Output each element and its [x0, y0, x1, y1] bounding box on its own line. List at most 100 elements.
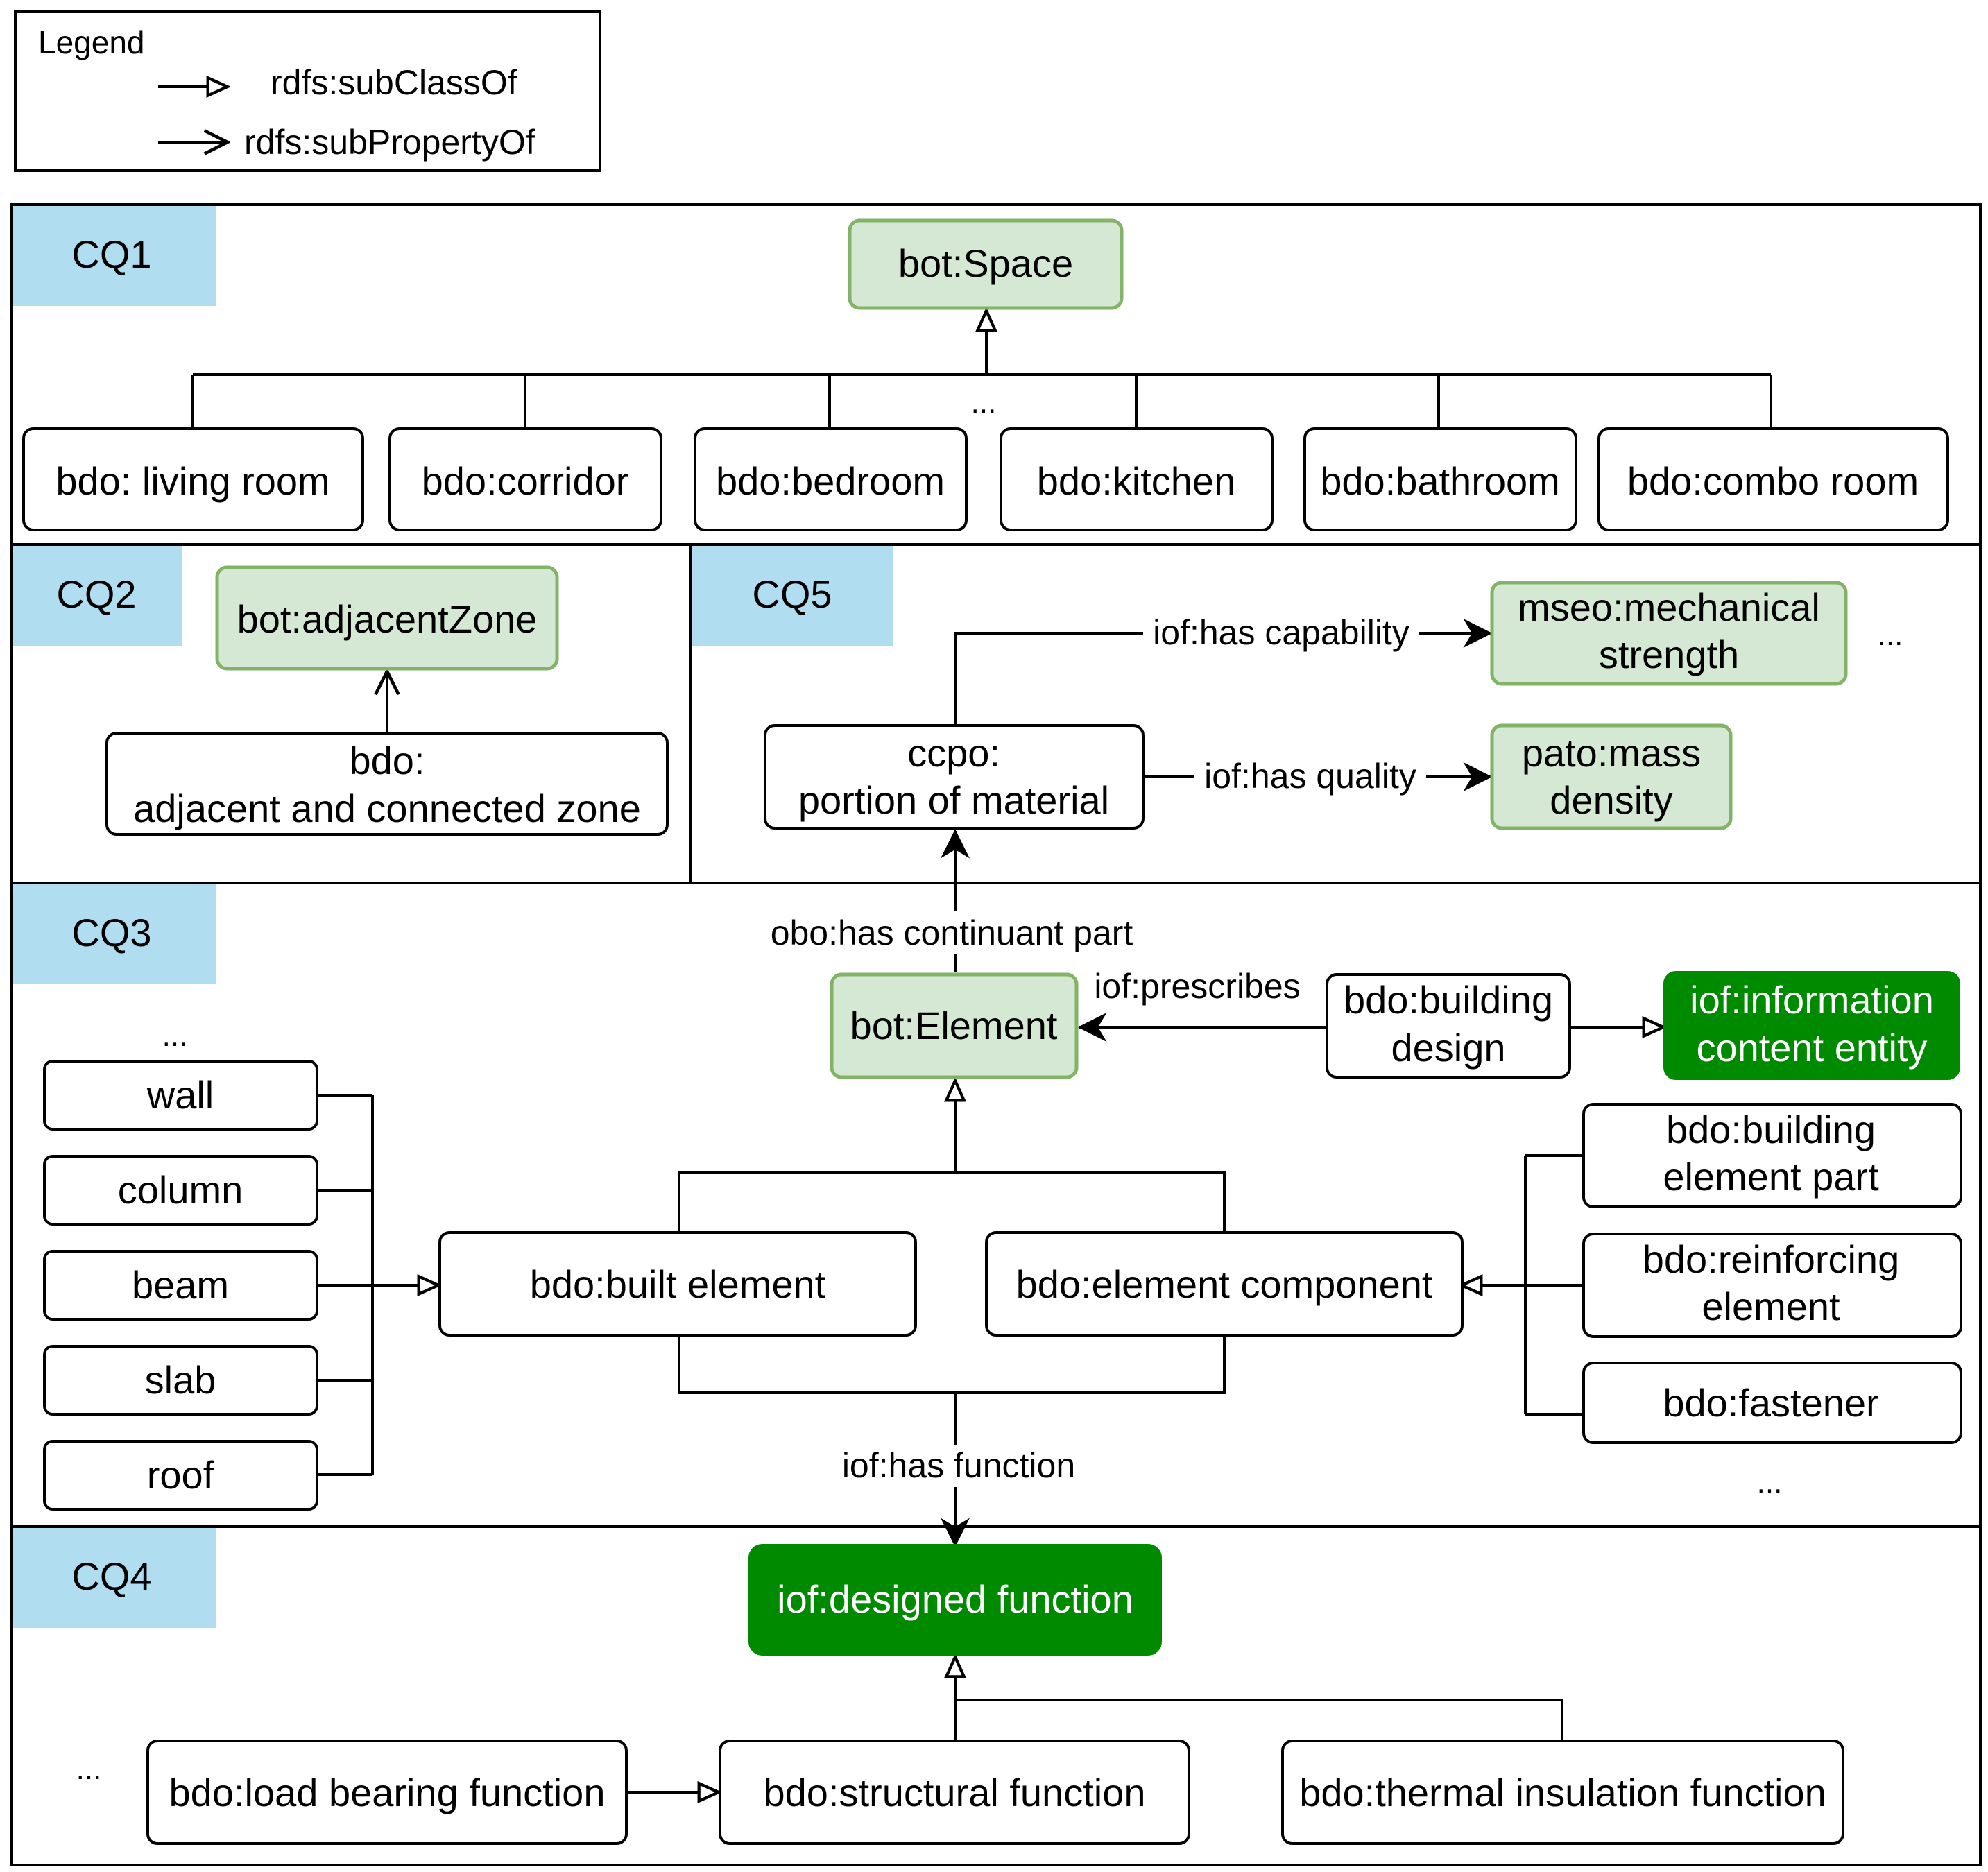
building-element-part-node [1582, 1103, 1962, 1208]
cq1-ellipsis: ... [971, 386, 997, 420]
reinforcing-element-label-2: element [1702, 1285, 1840, 1328]
adjacent-zone-label: bot:adjacentZone [237, 597, 538, 641]
cq3-tag [13, 884, 216, 984]
kitchen-node [1000, 427, 1274, 531]
legend-subproperty-label: rdfs:subPropertyOf [244, 123, 535, 162]
mass-density-label-2: density [1550, 778, 1672, 822]
mechanical-strength-label-1: mseo:mechanical [1518, 585, 1820, 629]
cq1-connectors [191, 311, 1772, 429]
cq1-label: CQ1 [71, 232, 151, 276]
bot-element-node [830, 972, 1079, 1079]
living-room-node [22, 427, 364, 531]
mechanical-strength-node [1490, 581, 1848, 686]
portion-of-material-node [764, 724, 1145, 830]
bedroom-node [694, 427, 968, 531]
designed-function-node [748, 1544, 1162, 1656]
built-element-node [438, 1231, 917, 1337]
bathroom-label: bdo:bathroom [1320, 459, 1560, 503]
cq3-section: obo:has continuant part iof:prescribes [43, 829, 1962, 1547]
has-capability-label-bg [1143, 612, 1419, 653]
living-room-label: bdo: living room [55, 459, 329, 503]
legend-subclass-label: rdfs:subClassOf [271, 63, 517, 102]
has-continuant-part-label: obo:has continuant part [771, 913, 1133, 952]
structural-function-label: bdo:structural function [764, 1771, 1146, 1814]
cq5-label: CQ5 [752, 572, 832, 616]
legend: Legend rdfs:subClassOf rdfs:subPropertyO… [14, 10, 601, 172]
cq5-tag [692, 546, 893, 646]
built-element-label: bdo:built element [530, 1262, 826, 1306]
prescribes-label-bg [1082, 966, 1311, 1008]
thermal-insulation-function-node [1281, 1740, 1844, 1845]
corridor-node [388, 427, 662, 531]
cq2-label: CQ2 [56, 572, 136, 616]
combo-room-label: bdo:combo room [1627, 459, 1919, 503]
cq2-tag [13, 546, 182, 646]
column-label: column [118, 1168, 243, 1212]
wall-label: wall [146, 1073, 214, 1117]
cq3-left-items: wall column beam slab roof [43, 1060, 318, 1511]
has-function-label-bg [832, 1445, 1085, 1487]
prescribes-label: iof:prescribes [1094, 967, 1300, 1006]
load-bearing-function-label: bdo:load bearing function [169, 1771, 606, 1814]
has-continuant-part-label-bg [755, 911, 1149, 954]
information-content-entity-label-2: content entity [1696, 1026, 1927, 1070]
adjacent-zone-node [215, 565, 559, 671]
slab-label: slab [145, 1358, 216, 1402]
cq4-connectors [628, 1657, 1563, 1792]
combo-room-node [1597, 427, 1949, 531]
element-component-node [985, 1231, 1464, 1337]
cq5-ellipsis: ... [1878, 618, 1903, 652]
adjacent-connected-zone-label-1: bdo: [350, 739, 425, 782]
building-design-label-1: bdo:building [1344, 978, 1553, 1022]
kitchen-label: bdo:kitchen [1037, 459, 1235, 503]
roof-label: roof [147, 1453, 214, 1497]
mass-density-label-1: pato:mass [1522, 731, 1701, 775]
bedroom-label: bdo:bedroom [716, 459, 945, 503]
information-content-entity-node [1663, 971, 1960, 1080]
panel-frame [10, 203, 1982, 1866]
building-design-label-2: design [1391, 1026, 1505, 1070]
has-capability-label: iof:has capability [1153, 613, 1409, 652]
cq3-right-items: bdo:building element part bdo:reinforcin… [1582, 1103, 1962, 1444]
cq1-section: bot:Space ... bdo: living room bdo:corri… [22, 218, 1949, 531]
reinforcing-element-node [1582, 1233, 1962, 1338]
load-bearing-function-node [146, 1740, 628, 1845]
cq4-label: CQ4 [71, 1554, 151, 1598]
bot-space-node [848, 218, 1124, 310]
cq2-section: bot:adjacentZone bdo: adjacent and conne… [105, 565, 669, 836]
cq-tags: CQ1 CQ2 CQ5 CQ3 CQ4 [13, 206, 893, 1628]
cq5-section: iof:has capability iof:has quality ccpo:… [764, 581, 1903, 830]
cq3-label: CQ3 [71, 911, 151, 954]
designed-function-label: iof:designed function [777, 1577, 1133, 1621]
corridor-label: bdo:corridor [422, 459, 629, 503]
legend-title: Legend [38, 24, 145, 60]
information-content-entity-label-1: iof:information [1690, 978, 1934, 1022]
reinforcing-element-label-1: bdo:reinforcing [1643, 1237, 1899, 1281]
beam-label: beam [132, 1263, 229, 1307]
cq4-tag [13, 1528, 216, 1628]
portion-of-material-label-1: ccpo: [907, 731, 1000, 775]
slab-node [43, 1345, 318, 1416]
cq4-section: iof:designed function ... bdo:load beari… [76, 1544, 1844, 1845]
has-quality-label-bg [1194, 756, 1426, 796]
cq4-ellipsis: ... [76, 1752, 102, 1786]
portion-of-material-label-2: portion of material [798, 778, 1109, 822]
beam-node [43, 1250, 318, 1321]
bot-space-label: bot:Space [898, 241, 1073, 285]
building-design-node [1326, 973, 1571, 1079]
adjacent-connected-zone-label-2: adjacent and connected zone [133, 787, 641, 830]
cq1-children: bdo: living room bdo:corridor bdo:bedroo… [22, 427, 1949, 531]
building-element-part-label-1: bdo:building [1666, 1108, 1876, 1151]
wall-node [43, 1060, 318, 1131]
roof-node [43, 1440, 318, 1511]
column-node [43, 1155, 318, 1226]
element-component-label: bdo:element component [1016, 1262, 1433, 1306]
mechanical-strength-label-2: strength [1599, 633, 1739, 676]
bathroom-node [1303, 427, 1577, 531]
thermal-insulation-function-label: bdo:thermal insulation function [1299, 1771, 1826, 1814]
adjacent-connected-zone-node [105, 732, 669, 836]
has-function-label: iof:has function [842, 1446, 1075, 1485]
cq3-left-ellipsis: ... [162, 1019, 188, 1053]
building-element-part-label-2: element part [1663, 1155, 1879, 1199]
